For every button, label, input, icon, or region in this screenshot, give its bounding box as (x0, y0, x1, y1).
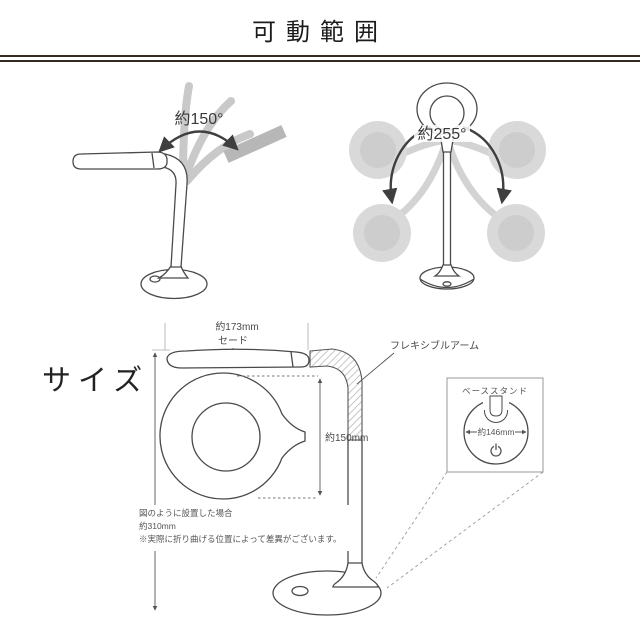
shade-label: セード (218, 335, 248, 347)
size-section-label: サイズ (42, 364, 149, 397)
touch-button (149, 275, 161, 283)
shade-width-label: 約173mm (215, 320, 258, 333)
tilt-range-diagram: 約150° (72, 82, 287, 300)
tilt-angle-label: 約150° (174, 110, 223, 128)
tilt-arc-arrow (158, 130, 239, 153)
installation-note: 図のように設置した場合 約310mm ※実際に折り曲げる位置によって差異がござい… (139, 508, 341, 544)
rotation-angle-label: 約255° (417, 125, 466, 143)
lamp-front-view (416, 82, 478, 290)
flexible-arm (309, 348, 363, 441)
head-diameter-label: 約150mm (325, 431, 368, 444)
note-line1: 図のように設置した場合 (139, 508, 233, 518)
base-stand-label: ベーススタンド (462, 386, 528, 396)
base-stand-inset: ベーススタンド 約146mm (375, 377, 544, 589)
note-line3: ※実際に折り曲げる位置によって差異がございます。 (139, 534, 341, 544)
touch-button (291, 585, 309, 597)
lamp-foot (332, 562, 379, 588)
touch-button (442, 281, 452, 287)
lamp-foot (156, 265, 190, 279)
rotation-arrow-right (462, 125, 512, 205)
lamp-foot (432, 264, 462, 277)
size-diagram: サイズ 約173mm セード 約150mm フレキシブルアーム (42, 320, 544, 616)
rotation-range-diagram: 約255° (349, 82, 546, 290)
flexible-arm-leader-line (356, 352, 395, 385)
flexible-arm-label: フレキシブルアーム (390, 339, 479, 352)
lamp-size-view (159, 348, 382, 616)
ghost-arm-positions (179, 82, 287, 185)
lamp-pole (443, 152, 451, 270)
pole-stub (489, 395, 503, 417)
note-line2: 約310mm (139, 521, 176, 531)
page-title: 可動範囲 (252, 20, 388, 46)
header-divider (0, 55, 640, 62)
ring-head-inner (429, 95, 465, 131)
power-icon (490, 443, 502, 457)
shade-side-view (166, 348, 310, 369)
lamp-side-view (72, 151, 208, 300)
ring-head-inner (191, 402, 261, 472)
lamp-head (72, 151, 168, 170)
lamp-arm (162, 153, 188, 268)
base-diameter-label: 約146mm (478, 427, 515, 437)
